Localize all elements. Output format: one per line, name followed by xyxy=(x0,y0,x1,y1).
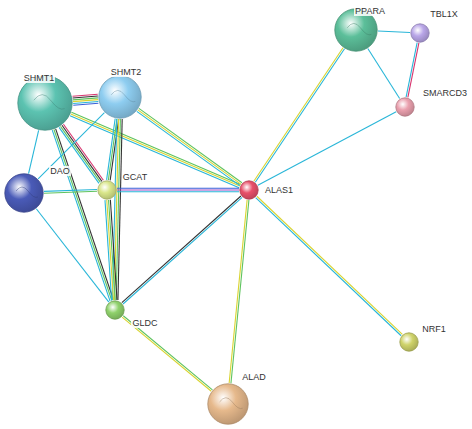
evidence-line xyxy=(139,108,242,182)
structure-sketch xyxy=(347,23,371,34)
interaction-edge xyxy=(254,48,345,182)
node-disc xyxy=(411,24,429,42)
node-label: PPARA xyxy=(354,6,386,16)
node-circle xyxy=(17,75,73,131)
interaction-edge xyxy=(406,43,419,98)
protein-node: DAO xyxy=(4,173,44,213)
node-label: GLDC xyxy=(131,318,158,328)
evidence-line xyxy=(122,196,241,303)
evidence-line xyxy=(257,196,403,334)
node-label: NRF1 xyxy=(421,324,447,334)
node-circle xyxy=(399,332,419,352)
node-circle xyxy=(395,97,415,117)
evidence-line xyxy=(258,112,396,186)
protein-node: ALAS1 xyxy=(239,180,259,200)
evidence-line xyxy=(73,103,98,105)
node-disc xyxy=(396,98,414,116)
node-label: SHMT2 xyxy=(110,67,143,77)
interaction-edge xyxy=(117,188,239,192)
node-label: DAO xyxy=(49,166,71,176)
node-disc xyxy=(99,76,141,118)
interaction-edge xyxy=(44,189,97,193)
node-label: SMARCD3 xyxy=(422,88,468,98)
evidence-line xyxy=(117,188,239,189)
interaction-edge xyxy=(70,112,240,187)
node-disc xyxy=(208,384,248,424)
evidence-line xyxy=(54,130,112,301)
node-label: ALAS1 xyxy=(264,185,294,195)
protein-node: PPARA xyxy=(334,8,378,52)
evidence-line xyxy=(122,317,211,391)
evidence-line xyxy=(117,191,239,192)
node-label: GCAT xyxy=(122,172,148,182)
structure-sketch xyxy=(34,95,65,110)
node-circle xyxy=(105,300,125,320)
interaction-edge xyxy=(122,316,212,392)
interaction-edge xyxy=(368,49,400,99)
interaction-edge xyxy=(73,94,99,105)
node-disc xyxy=(240,181,258,199)
evidence-line xyxy=(137,111,240,185)
node-circle xyxy=(410,23,430,43)
evidence-line xyxy=(406,43,417,97)
interaction-edge xyxy=(229,200,249,383)
node-label: TBL1X xyxy=(429,9,459,19)
evidence-line xyxy=(231,200,249,383)
node-label: SHMT1 xyxy=(23,73,56,83)
node-label: ALAD xyxy=(241,372,267,382)
protein-node: SHMT2 xyxy=(98,75,142,119)
evidence-line xyxy=(44,191,97,193)
structure-sketch xyxy=(111,90,135,101)
protein-node: TBL1X xyxy=(410,23,430,43)
evidence-line xyxy=(29,130,39,173)
evidence-line xyxy=(229,200,247,383)
interaction-edge xyxy=(378,31,410,33)
evidence-line xyxy=(255,49,344,182)
node-circle xyxy=(239,180,259,200)
protein-node: NRF1 xyxy=(399,332,419,352)
protein-node: SHMT1 xyxy=(17,75,73,131)
evidence-line xyxy=(254,48,343,181)
structure-sketch xyxy=(220,398,243,409)
node-circle xyxy=(207,383,249,425)
evidence-line xyxy=(256,198,402,336)
interaction-edge xyxy=(256,196,403,336)
interaction-edge xyxy=(52,129,113,301)
evidence-line xyxy=(368,49,400,99)
interaction-edge xyxy=(122,196,242,304)
protein-node: GLDC xyxy=(105,300,125,320)
interaction-edge xyxy=(105,200,117,300)
evidence-line xyxy=(107,119,116,180)
evidence-line xyxy=(123,316,212,390)
evidence-line xyxy=(56,129,114,300)
node-disc xyxy=(98,181,116,199)
interaction-edge xyxy=(258,112,396,186)
node-disc xyxy=(5,174,43,212)
evidence-line xyxy=(408,43,419,97)
protein-node: GCAT xyxy=(97,180,117,200)
node-circle xyxy=(98,75,142,119)
interaction-edge xyxy=(137,108,242,185)
node-disc xyxy=(18,76,72,130)
evidence-line xyxy=(117,189,239,190)
protein-node: SMARCD3 xyxy=(395,97,415,117)
evidence-line xyxy=(70,116,239,188)
interaction-edge xyxy=(29,130,39,173)
structure-sketch xyxy=(16,187,38,197)
evidence-line xyxy=(123,197,242,304)
protein-node: ALAD xyxy=(207,383,249,425)
evidence-line xyxy=(378,31,410,33)
node-disc xyxy=(106,301,124,319)
evidence-line xyxy=(105,200,112,300)
interaction-edge xyxy=(113,119,123,300)
node-circle xyxy=(97,180,117,200)
evidence-line xyxy=(36,209,109,302)
evidence-line xyxy=(138,110,241,184)
interaction-edge xyxy=(36,209,109,302)
node-circle xyxy=(4,173,44,213)
node-disc xyxy=(400,333,418,351)
